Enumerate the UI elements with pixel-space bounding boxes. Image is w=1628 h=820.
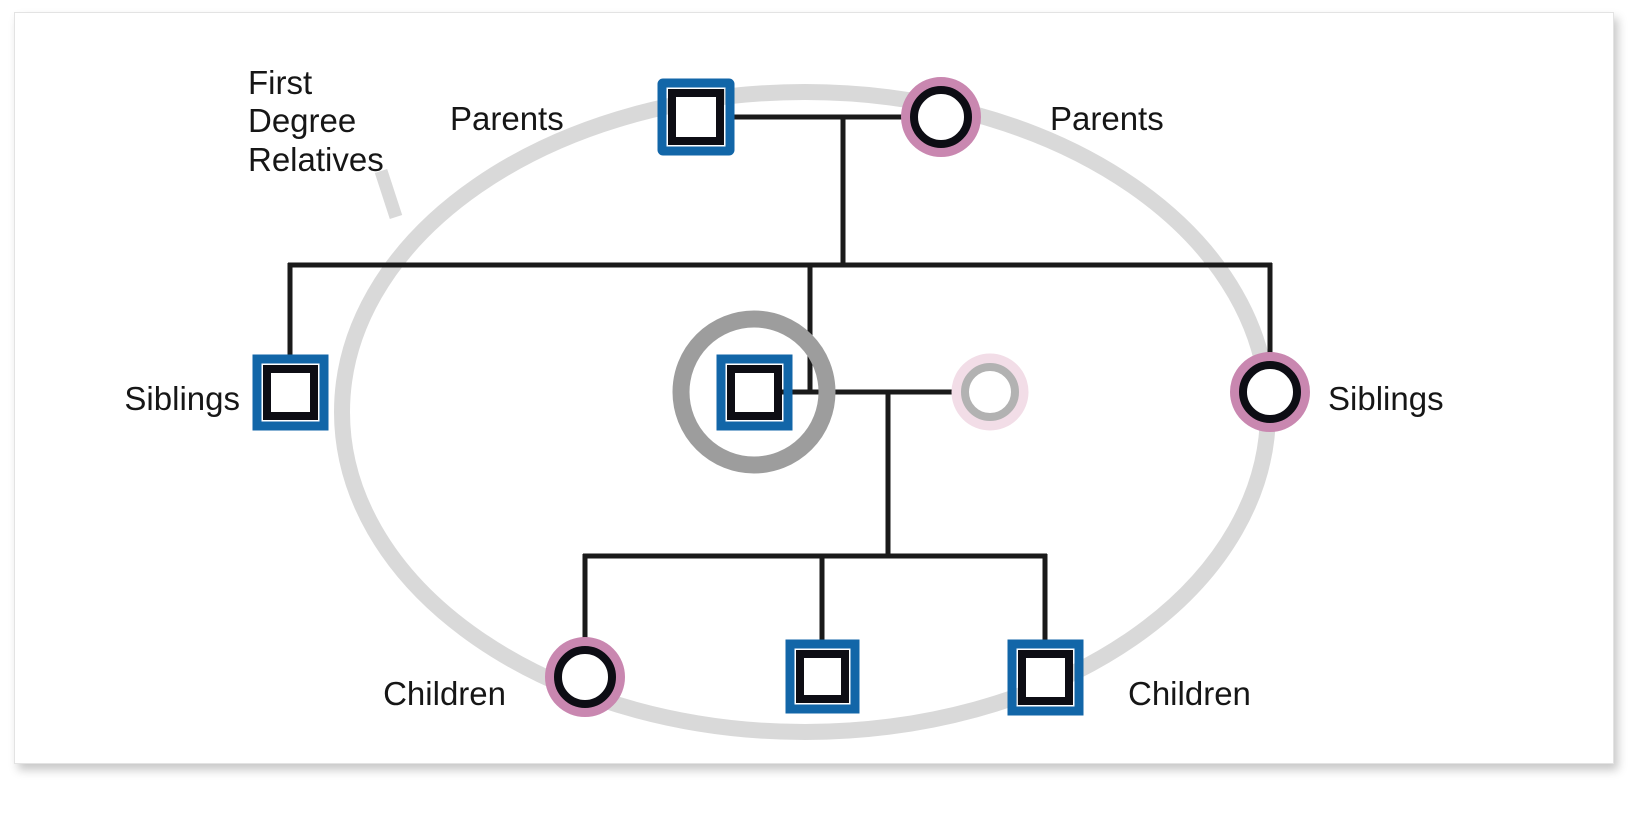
male-ring-blue [716,354,793,431]
male-square-symbol [796,650,849,703]
siblings-label-left: Siblings [124,380,240,417]
highlight-ellipse [334,84,1276,740]
parents-label-left: Parents [450,100,564,137]
female-circle-symbol [1239,361,1301,423]
male-ring-blue [657,78,735,156]
person-partner-faded[interactable] [951,353,1029,431]
first-degree-relatives-label: First Degree Relatives [248,64,384,178]
female-circle-symbol [554,646,616,708]
person-mother[interactable] [901,77,981,157]
union-parents [287,114,1273,392]
proband-ring-icon [672,310,836,474]
person-sibling-right[interactable] [1230,352,1310,432]
male-square-symbol [263,365,318,420]
children-label-left: Children [383,675,506,712]
children-label-right: Children [1128,675,1251,712]
first-degree-relatives-highlight [334,84,1276,740]
male-square-symbol [1018,650,1073,705]
person-father[interactable] [657,78,735,156]
female-circle-symbol [910,86,972,148]
person-child-3[interactable] [1007,639,1084,716]
union-proband [582,389,1048,648]
person-sibling-left[interactable] [252,354,329,431]
siblings-label-right: Siblings [1328,380,1444,417]
male-ring-blue [785,639,860,714]
pointer-tick-icon [374,168,403,220]
female-circle-symbol-faded [961,363,1019,421]
person-child-1[interactable] [545,637,625,717]
female-ring-pink-faded [951,353,1029,431]
female-ring-pink [545,637,625,717]
person-child-2[interactable] [785,639,860,714]
female-ring-pink [901,77,981,157]
person-proband[interactable] [672,310,836,474]
male-ring-blue [252,354,329,431]
male-square-symbol [668,89,724,145]
female-ring-pink [1230,352,1310,432]
parents-label-right: Parents [1050,100,1164,137]
male-ring-blue [1007,639,1084,716]
male-square-symbol [727,365,782,420]
